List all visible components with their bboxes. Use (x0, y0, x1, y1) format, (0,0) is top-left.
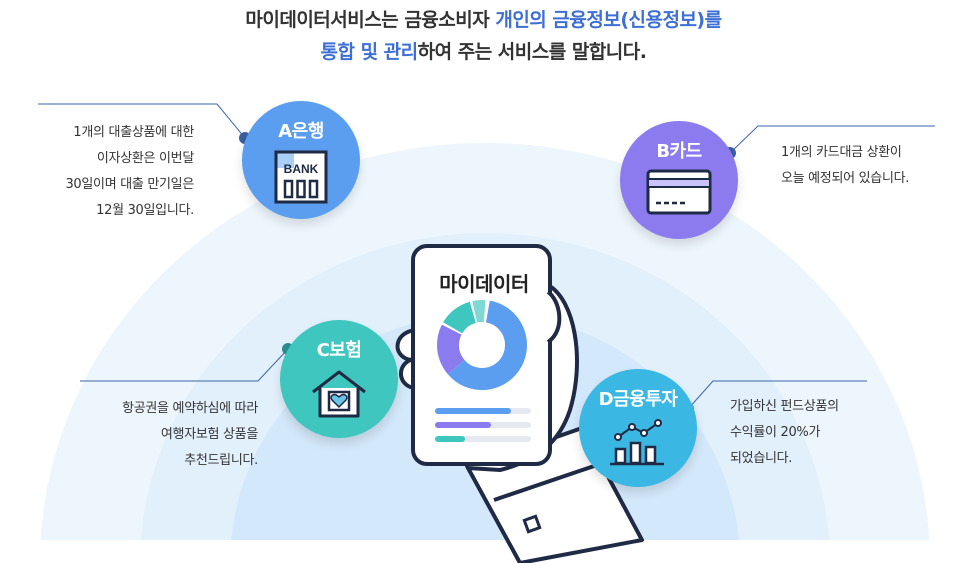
house-heart-icon (312, 370, 366, 418)
headline-line-1-highlight: 개인의 금융정보(신용정보)를 (495, 9, 722, 31)
bank-circle: A은행 BANK (242, 101, 360, 219)
headline-line-2-highlight: 통합 및 관리 (320, 41, 419, 63)
bar-chart-trend-icon (610, 419, 664, 466)
investment-circle: D금융투자 (579, 369, 697, 487)
bank-building-icon: BANK (274, 150, 328, 204)
phone-bars (435, 408, 531, 442)
headline-line-1: 마이데이터서비스는 금융소비자 개인의 금융정보(신용정보)를 (0, 4, 967, 36)
card-circle: B카드 (620, 121, 738, 239)
headline-line-2: 통합 및 관리하여 주는 서비스를 말합니다. (0, 36, 967, 68)
credit-card-icon (646, 169, 712, 215)
insurance-description: 항공권을 예약하심에 따라 여행자보험 상품을 추천드립니다. (122, 401, 258, 468)
headline: 마이데이터서비스는 금융소비자 개인의 금융정보(신용정보)를 통합 및 관리하… (0, 4, 967, 68)
headline-line-2-suffix: 하여 주는 서비스를 말합니다. (417, 41, 647, 63)
phone-title: 마이데이터 (439, 272, 529, 296)
card-description: 1개의 카드대금 상환이 오늘 예정되어 있습니다. (781, 145, 910, 186)
bank-title: A은행 (278, 121, 324, 142)
bank-description: 1개의 대출상품에 대한 이자상환은 이번달 30일이며 대출 만기일은 12월… (65, 125, 194, 218)
investment-description: 가입하신 펀드상품의 수익률이 20%가 되었습니다. (730, 399, 839, 466)
bank-icon-label: BANK (284, 162, 319, 176)
investment-title: D금융투자 (598, 389, 678, 410)
headline-line-1-prefix: 마이데이터서비스는 금융소비자 (245, 9, 496, 31)
donut-chart (437, 300, 527, 390)
card-title: B카드 (656, 141, 702, 162)
insurance-circle: C보험 (280, 320, 398, 438)
insurance-title: C보험 (316, 340, 362, 361)
